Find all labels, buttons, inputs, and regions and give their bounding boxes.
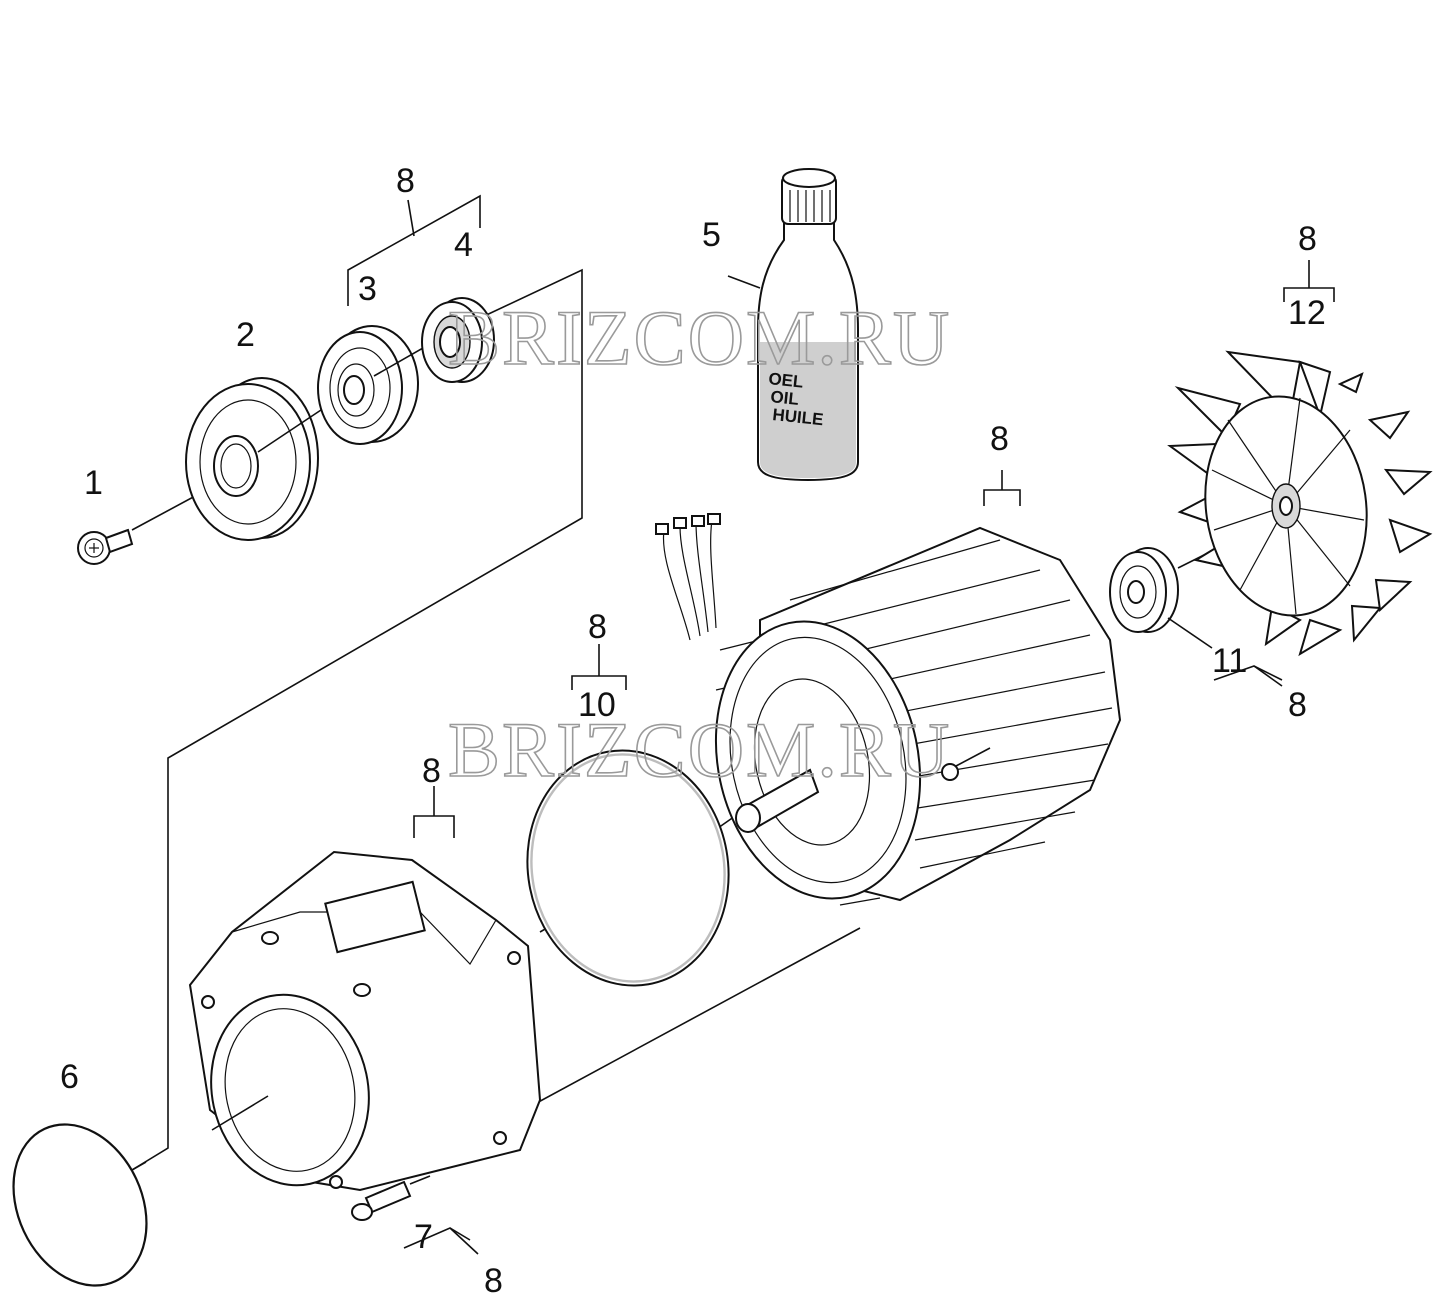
callout-kit-fan-top: 8 [1298,220,1317,258]
ball-bearing-part-11 [1109,547,1213,649]
motor-stator [655,513,1122,906]
callout-6: 6 [60,1058,79,1096]
motor-housing [188,850,542,1192]
callout-kit-bearing-top: 8 [396,162,415,200]
bottle-label-line-1: OEL [768,369,805,392]
watermarks: BRIZCOM.RU BRIZCOM.RU [447,293,951,794]
bearing-cover-part-2 [185,377,331,541]
callout-11: 11 [1212,642,1247,680]
callout-kit-housing: 8 [422,752,441,790]
oil-bottle-part-5: OEL OIL HUILE [727,168,859,482]
callout-kit-bearing-right: 8 [1288,686,1307,724]
callout-kit-oring: 8 [588,608,607,646]
cap-screw-part-7 [351,1175,431,1221]
watermark-middle: BRIZCOM.RU [448,706,951,793]
fan-part-12 [1167,350,1433,657]
callout-3: 3 [358,270,377,308]
callout-7: 7 [414,1218,433,1256]
callout-10: 10 [578,686,616,724]
kit-brackets [347,194,1335,1255]
callout-kit-motor: 8 [990,420,1009,458]
callout-kit-screw: 8 [484,1262,503,1300]
screw-part-1 [77,487,211,565]
ball-bearing-part-3 [317,325,445,445]
o-ring-part-6 [12,1123,148,1287]
watermark-top: BRIZCOM.RU [448,294,951,381]
callout-12: 12 [1288,294,1326,332]
callout-1: 1 [84,464,103,502]
shaft-seal-part-4 [421,297,495,383]
callout-4: 4 [454,226,473,264]
callout-5: 5 [702,216,721,254]
callout-2: 2 [236,316,255,354]
bottle-label-line-2: OIL [770,387,800,409]
callout-labels: 1 2 3 4 5 6 7 10 11 12 8 8 8 8 8 8 8 [60,162,1326,1300]
o-ring-part-10 [526,749,730,987]
